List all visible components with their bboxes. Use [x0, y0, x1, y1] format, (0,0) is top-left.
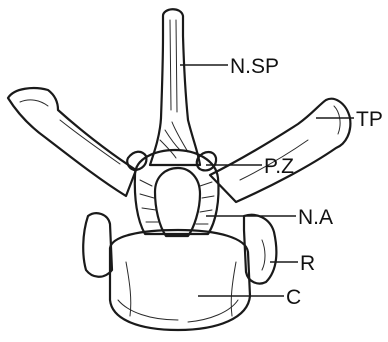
left-transverse-process [8, 88, 136, 196]
label-neural-arch: N.A [298, 206, 333, 229]
right-transverse-process [210, 99, 350, 202]
label-rib-facet: R [300, 252, 315, 275]
neural-spine [150, 9, 200, 165]
centrum [110, 230, 250, 330]
label-centrum: C [286, 286, 301, 309]
label-transverse-process: TP [356, 108, 383, 131]
label-neural-spine: N.SP [230, 55, 279, 78]
label-prezygapophysis: P.Z [264, 155, 294, 178]
neural-arch [135, 150, 219, 236]
